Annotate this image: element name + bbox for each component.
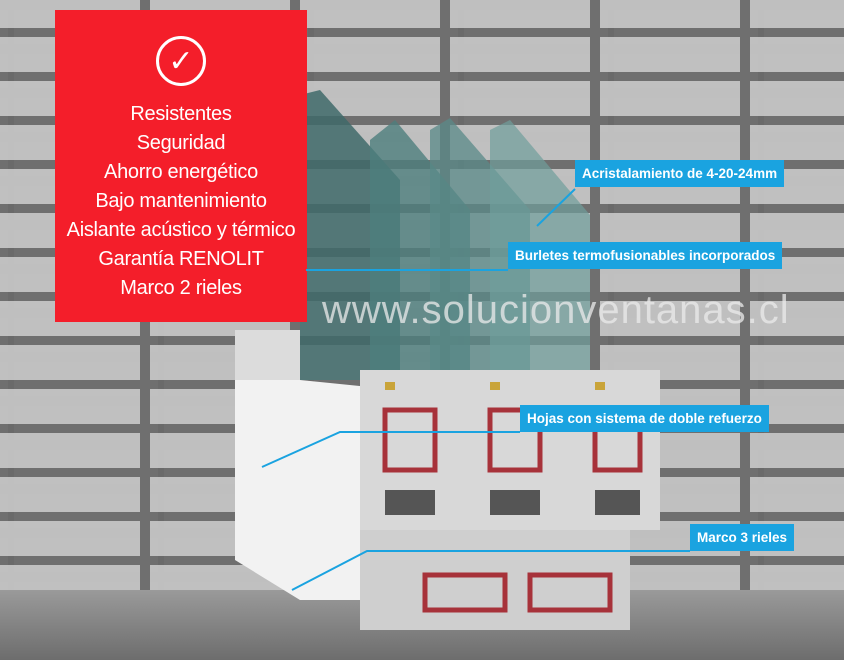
feature-item: Ahorro energético — [104, 161, 258, 183]
callout-glazing: Acristalamiento de 4-20-24mm — [575, 160, 785, 187]
callout-seals: Burletes termofusionables incorporados — [508, 242, 783, 269]
callout-sashes: Hojas con sistema de doble refuerzo — [520, 405, 769, 432]
frame-leader-line — [291, 550, 690, 591]
check-circle-icon: ✓ — [156, 36, 206, 86]
feature-item: Marco 2 rieles — [120, 277, 242, 299]
feature-item: Resistentes — [130, 103, 232, 125]
sashes-leader-line — [261, 431, 520, 468]
feature-item: Seguridad — [136, 132, 226, 154]
callout-frame: Marco 3 rieles — [690, 524, 795, 551]
feature-item: Bajo mantenimiento — [95, 190, 267, 212]
features-panel: ✓ Resistentes Seguridad Ahorro energétic… — [55, 10, 307, 322]
feature-item: Garantía RENOLIT — [98, 248, 264, 270]
glazing-leader-line — [536, 188, 576, 227]
website-watermark: www.solucionventanas.cl — [322, 288, 790, 332]
feature-item: Aislante acústico y térmico — [66, 219, 296, 241]
